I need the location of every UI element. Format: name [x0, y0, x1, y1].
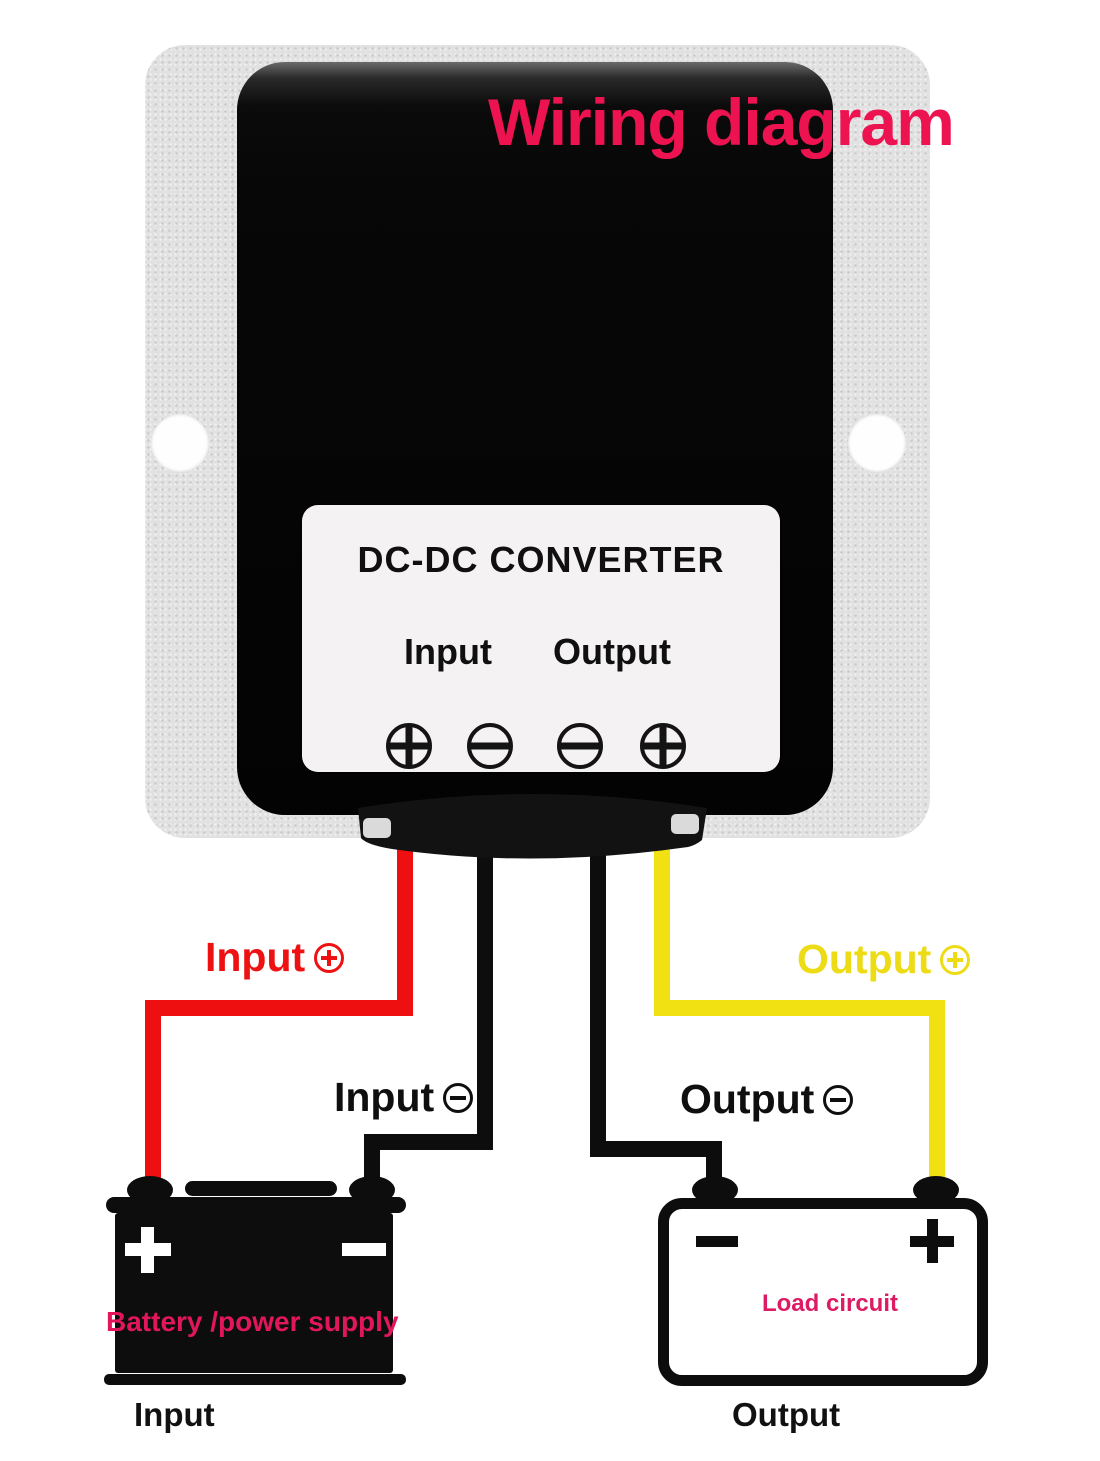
label-input-negative: Input	[334, 1074, 474, 1121]
page-title: Wiring diagram	[488, 85, 955, 159]
mounting-hole-right-icon	[848, 414, 906, 472]
battery-minus-symbol	[342, 1243, 386, 1256]
wire-input-negative	[477, 806, 493, 1150]
wire-output-positive	[929, 1000, 945, 1192]
screw-terminal-input-plus-icon	[386, 723, 432, 769]
circled-plus-icon	[314, 942, 345, 973]
battery-plus-symbol	[141, 1227, 154, 1273]
wire-input-positive	[145, 1000, 161, 1192]
screw-terminal-output-minus-icon	[557, 723, 603, 769]
load-circuit-label: Load circuit	[761, 1290, 899, 1317]
wire-input-positive	[397, 806, 413, 1016]
load-caption: Output	[732, 1396, 841, 1433]
wire-output-negative	[590, 1141, 722, 1157]
battery-label: Battery /power supply	[106, 1306, 399, 1337]
label-output-negative: Output	[680, 1076, 854, 1123]
converter-output-label: Output	[553, 631, 671, 672]
wire-output-negative	[590, 806, 606, 1157]
load-plus-symbol	[927, 1219, 938, 1263]
wire-output-positive	[654, 1000, 945, 1016]
circled-plus-icon	[940, 944, 971, 975]
screw-terminal-input-minus-icon	[467, 723, 513, 769]
wire-output-positive	[654, 806, 670, 1016]
wire-input-positive	[145, 1000, 413, 1016]
battery-caption: Input	[134, 1396, 215, 1433]
load-minus-symbol	[696, 1236, 738, 1247]
battery-lid	[106, 1197, 406, 1213]
converter-label-sticker: DC-DC CONVERTER Input Output	[302, 505, 780, 772]
battery-body	[115, 1213, 393, 1373]
label-input-positive: Input	[205, 934, 345, 981]
converter-name: DC-DC CONVERTER	[357, 539, 725, 580]
screw-terminal-output-plus-icon	[640, 723, 686, 769]
battery-handle	[185, 1181, 337, 1196]
converter-input-label: Input	[404, 631, 492, 672]
circled-minus-icon	[443, 1082, 474, 1113]
circled-minus-icon	[823, 1084, 854, 1115]
mounting-hole-left-icon	[151, 414, 209, 472]
battery-base	[104, 1374, 406, 1385]
cable-grommet	[358, 794, 707, 859]
wire-input-negative	[364, 1134, 493, 1150]
label-output-positive: Output	[797, 936, 971, 983]
